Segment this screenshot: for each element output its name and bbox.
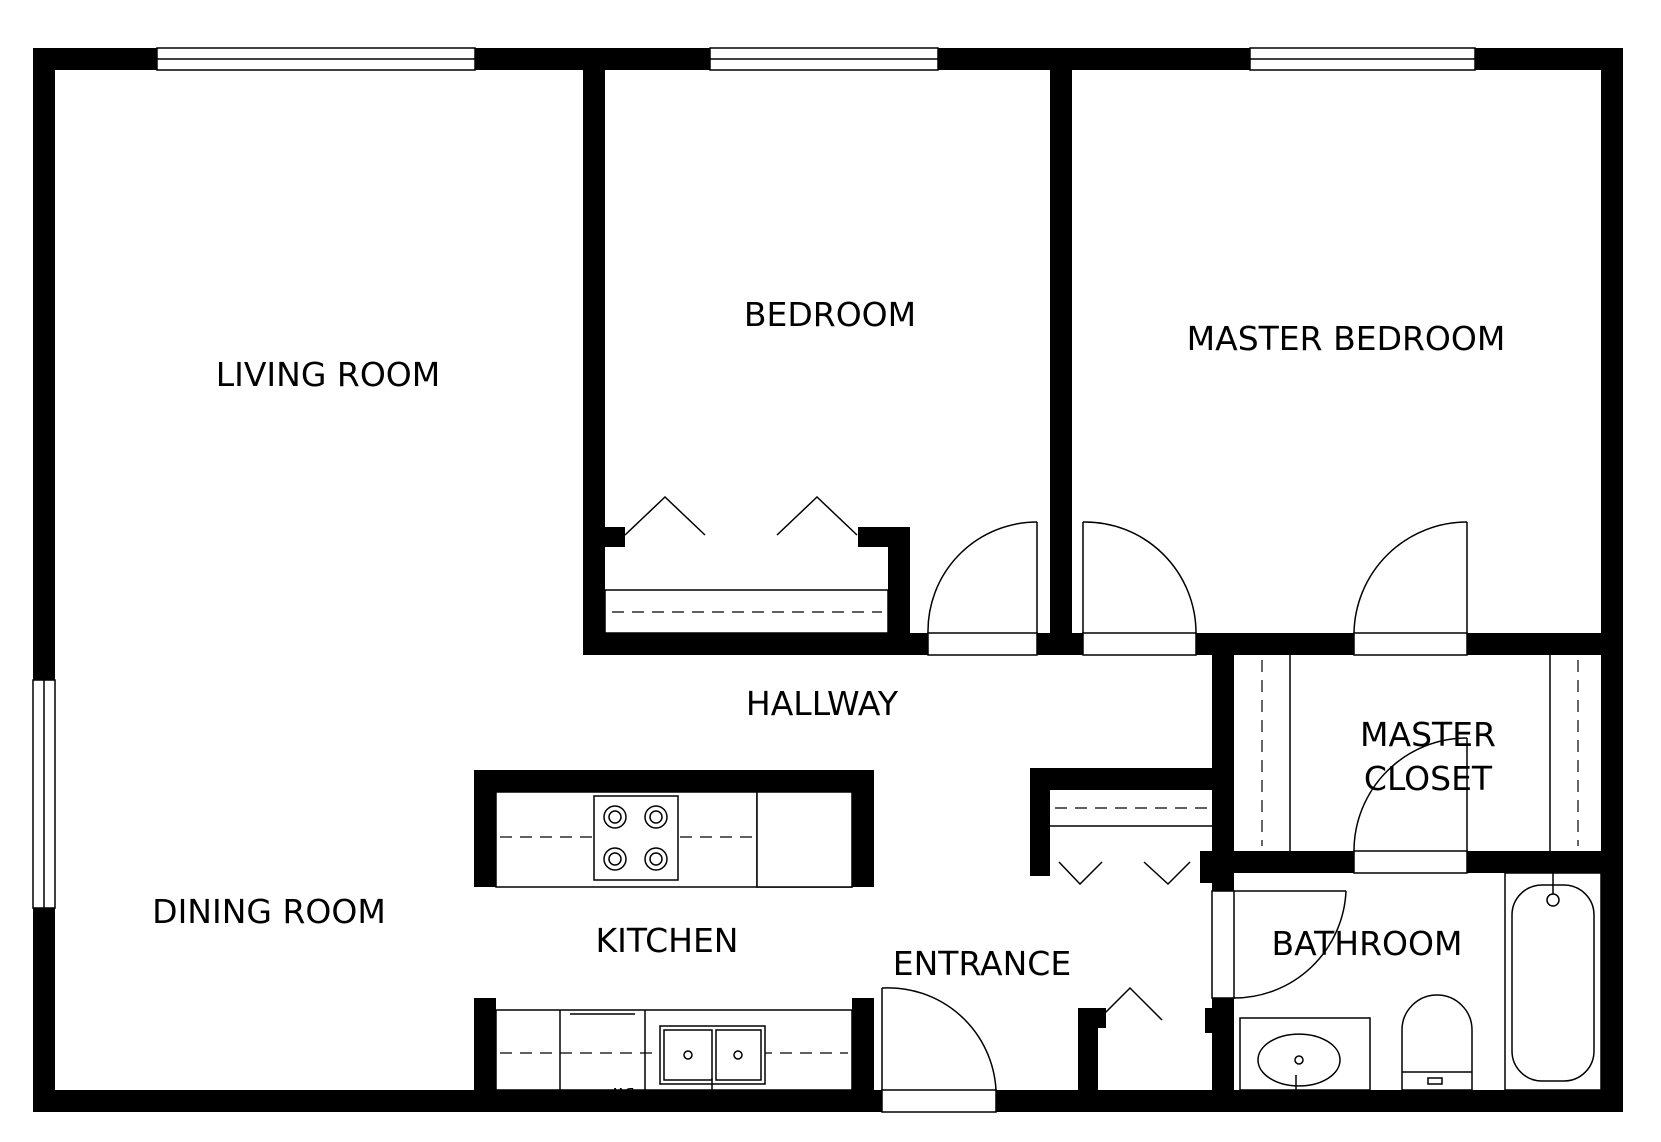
kitchen-lower-counter: DW xyxy=(495,1009,853,1099)
vanity xyxy=(1239,1017,1371,1091)
refrigerator xyxy=(756,791,853,888)
master-closet-rods xyxy=(1261,655,1579,851)
label-hallway: HALLWAY xyxy=(746,684,899,723)
label-dining-room: DINING ROOM xyxy=(152,892,386,931)
kitchen-upper-counter xyxy=(495,791,853,888)
hall-closet xyxy=(1050,807,1212,886)
label-master-closet-line1: MASTER xyxy=(1360,715,1496,754)
toilet xyxy=(1401,994,1473,1091)
stove xyxy=(593,795,679,881)
windows xyxy=(32,47,1476,909)
label-kitchen: KITCHEN xyxy=(596,921,739,960)
room-labels: LIVING ROOM BEDROOM MASTER BEDROOM HALLW… xyxy=(152,295,1505,983)
label-bedroom: BEDROOM xyxy=(744,295,916,334)
interior-walls xyxy=(474,70,1601,1090)
bathroom-fixtures xyxy=(1239,872,1602,1094)
label-bathroom: BATHROOM xyxy=(1272,924,1463,963)
label-living-room: LIVING ROOM xyxy=(216,355,441,394)
entrance-closet xyxy=(1097,986,1163,1021)
label-entrance: ENTRANCE xyxy=(893,944,1071,983)
doors xyxy=(881,521,1468,1113)
label-master-closet-line2: CLOSET xyxy=(1364,759,1493,798)
dishwasher-label: DW xyxy=(611,1084,634,1099)
label-master-bedroom: MASTER BEDROOM xyxy=(1187,319,1506,358)
bedroom-closet xyxy=(604,495,889,634)
